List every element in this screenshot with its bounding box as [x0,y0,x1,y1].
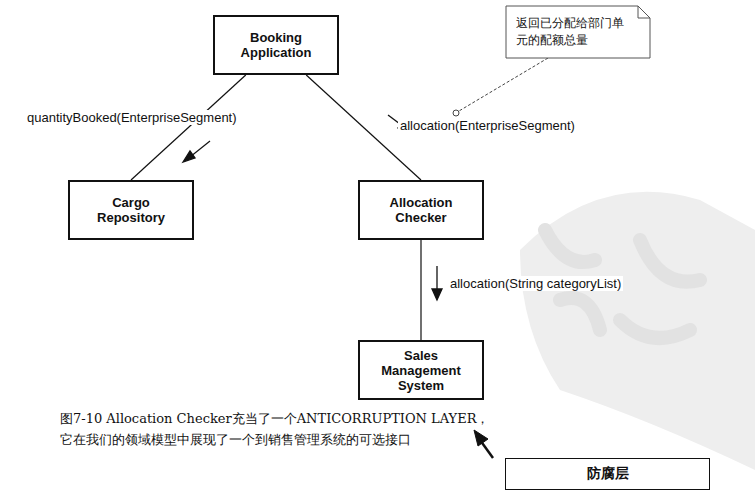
edge-label: allocation(String categoryList) [448,276,623,291]
pointer-arrow [474,430,493,458]
watermark-seal [520,192,755,470]
node-text: Cargo Repository [86,195,176,225]
figure-caption: 图7-10 Allocation Checker充当了一个ANTICORRUPT… [60,408,500,450]
node-text: Allocation Checker [376,195,466,225]
association-line [131,75,246,180]
class-box: Sales Management System [358,340,484,400]
class-box: Allocation Checker [358,180,484,240]
note-leader [453,58,548,116]
node-text: Booking Application [231,30,321,60]
node-text: 返回已分配给部门单元的配额总量 [516,15,632,49]
node-text: Sales Management System [371,348,471,393]
note-box: 返回已分配给部门单元的配额总量 [505,5,651,59]
class-box: Cargo Repository [68,180,194,240]
edge-label: quantityBooked(EnterpriseSegment) [25,110,239,125]
note-outline [505,5,651,59]
node-text: 防腐层 [587,465,629,483]
class-box: Booking Application [213,15,339,75]
annotation-box: 防腐层 [505,458,710,490]
edge-label: allocation(EnterpriseSegment) [398,118,577,133]
association-line [421,240,422,340]
